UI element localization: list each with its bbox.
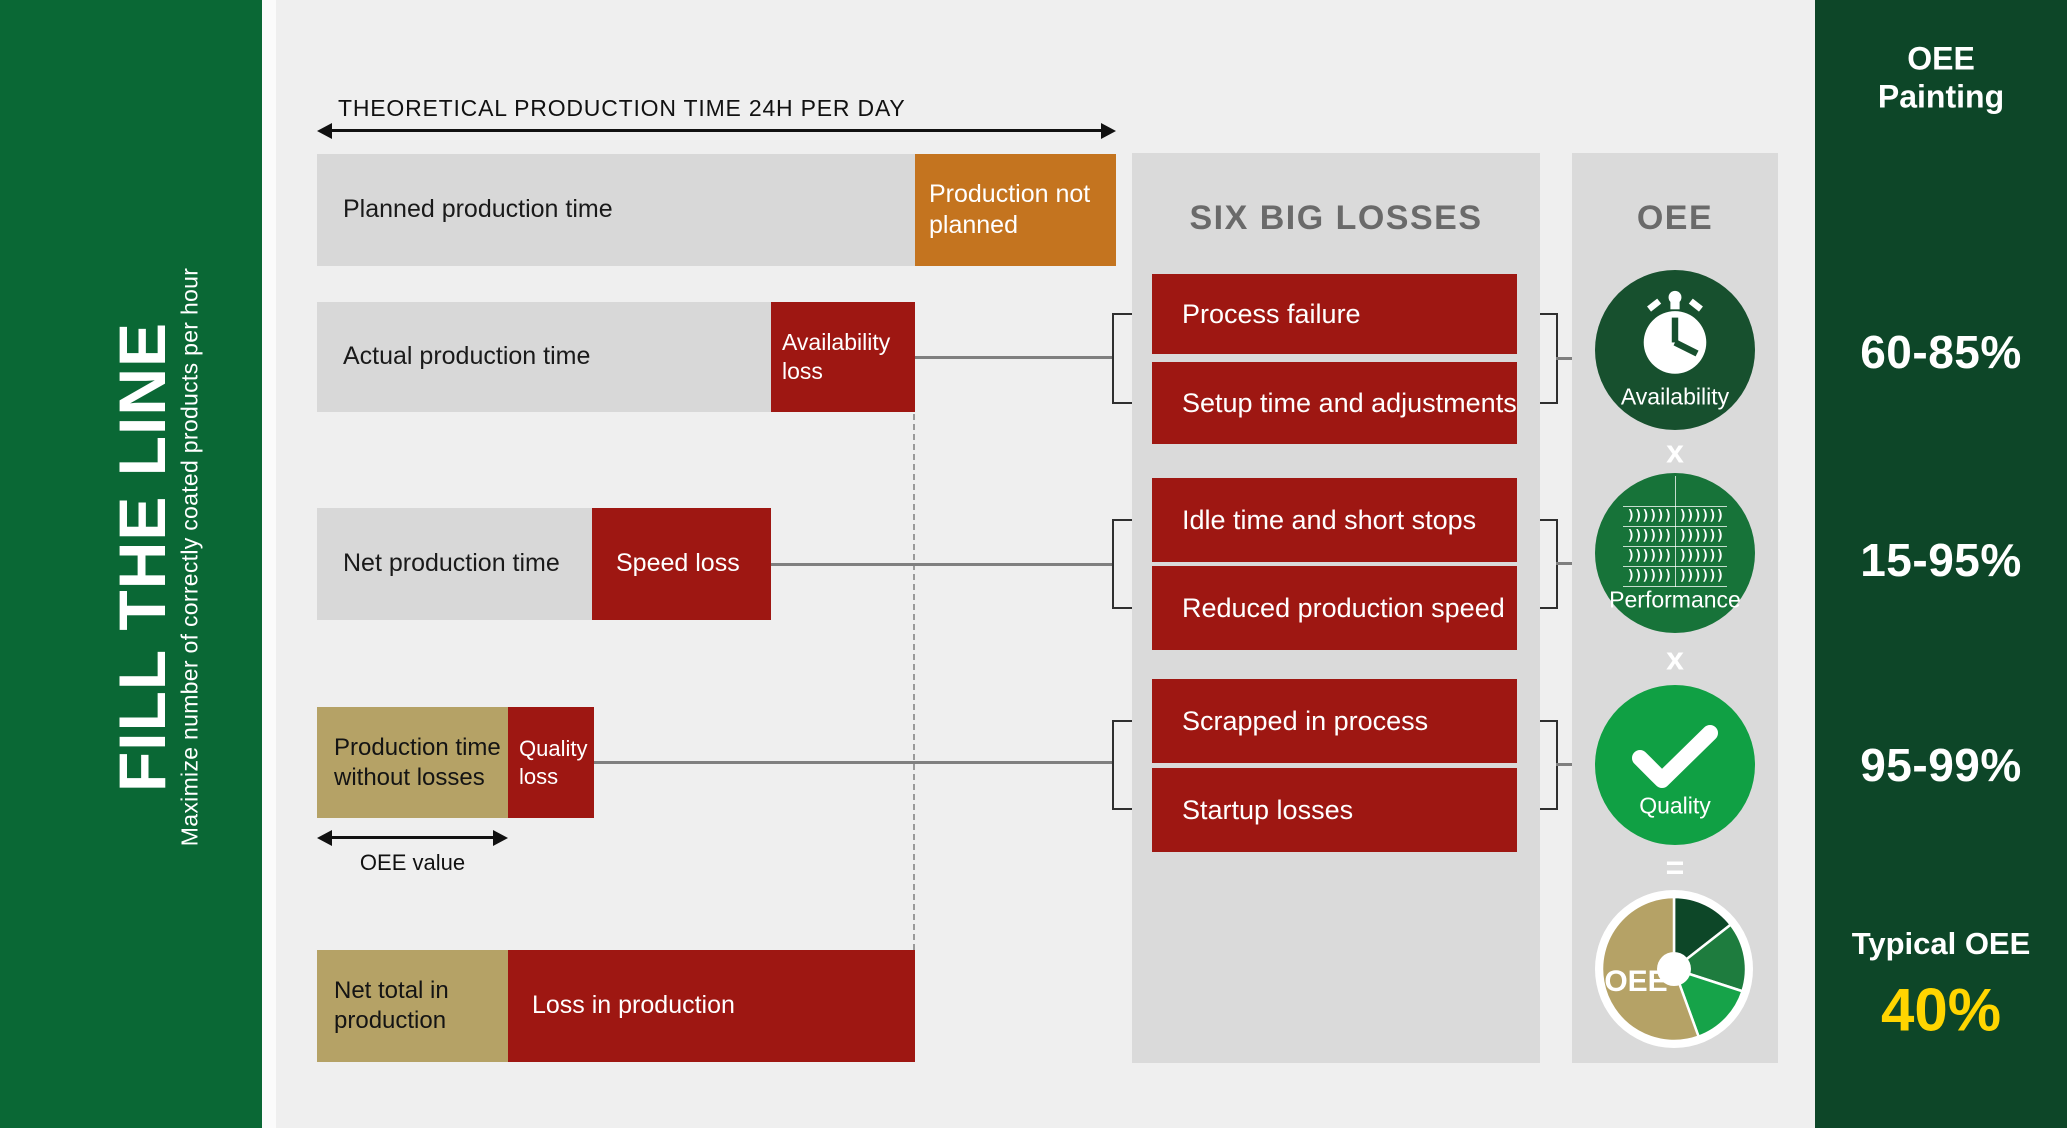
oee-value-label: OEE value xyxy=(359,850,466,875)
typical-oee-value: 40% xyxy=(1880,976,2002,1044)
quality-label: Quality xyxy=(1639,792,1711,819)
loss-label: Availability loss xyxy=(782,329,891,384)
loss-label: Loss in production xyxy=(532,991,735,1020)
checkmark-icon xyxy=(1632,725,1718,788)
loss-box-process-failure: Process failure xyxy=(1152,274,1517,354)
performance-label: Performance xyxy=(1609,586,1741,613)
stopwatch-icon xyxy=(1643,290,1707,374)
loss-label: Speed loss xyxy=(616,549,740,578)
bar-speed-loss: Speed loss xyxy=(592,508,771,620)
left-sidebar: FILL THE LINE Maximize number of correct… xyxy=(0,0,262,1128)
bar-label: Production time without losses xyxy=(334,733,501,791)
quality-range: 95-99% xyxy=(1860,739,2022,791)
bar-loss-in-production: Loss in production xyxy=(508,950,915,1062)
multiply-operator: x xyxy=(1666,433,1684,470)
loss-box-label: Reduced production speed xyxy=(1182,592,1505,623)
dashed-guide-line xyxy=(913,414,915,950)
loss-box-label: Scrapped in process xyxy=(1182,705,1429,736)
right-sidebar: OEE Painting 60-85% 15-95% 95-99% Typica… xyxy=(1815,0,2067,1128)
loss-label: Production not planned xyxy=(929,179,1091,239)
production-line-icon: )))))) )))))) )))))) )))))) )))))) )))))… xyxy=(1623,476,1727,587)
connector-availability xyxy=(915,356,1112,359)
connector-speed xyxy=(771,563,1112,566)
six-big-losses-title: SIX BIG LOSSES xyxy=(1189,199,1483,237)
right-sidebar-title-line1: OEE xyxy=(1907,40,1975,77)
bar-availability-loss: Availability loss xyxy=(771,302,915,412)
theoretical-time-arrow xyxy=(330,129,1104,132)
bar-quality-loss: Quality loss xyxy=(508,707,594,818)
bar-label: Net production time xyxy=(343,549,560,578)
loss-box-setup-time: Setup time and adjustments xyxy=(1152,362,1517,444)
page-subtitle: Maximize number of correctly coated prod… xyxy=(176,267,203,847)
loss-box-label: Process failure xyxy=(1182,298,1361,329)
connector-quality xyxy=(594,761,1112,764)
bracket xyxy=(1112,313,1114,404)
loss-box-label: Startup losses xyxy=(1182,794,1354,825)
loss-box-scrapped: Scrapped in process xyxy=(1152,679,1517,763)
loss-box-label: Idle time and short stops xyxy=(1182,504,1477,535)
pie-slice-availability-share xyxy=(1672,895,1732,971)
arrow-head-right xyxy=(1101,122,1116,139)
theoretical-time-label: THEORETICAL PRODUCTION TIME 24H PER DAY xyxy=(338,95,906,121)
pie-hole xyxy=(1657,952,1691,986)
loss-box-label: Setup time and adjustments xyxy=(1182,387,1517,418)
equals-operator: = xyxy=(1665,849,1685,886)
right-sidebar-title: OEE Painting xyxy=(1815,40,2067,117)
bar-net-total-in-production: Net total in production xyxy=(317,950,508,1062)
pie-slices xyxy=(1600,895,1748,1043)
typical-oee-label: Typical OEE xyxy=(1851,926,2031,961)
bar-planned-production-time: Planned production time xyxy=(317,154,915,266)
oee-panel-title: OEE xyxy=(1636,199,1714,237)
oee-pie-chart: OEE xyxy=(1595,890,1753,1048)
bar-label: Actual production time xyxy=(343,342,591,371)
bar-actual-production-time: Actual production time xyxy=(317,302,771,412)
loss-label: Quality loss xyxy=(519,736,588,789)
production-line-guide xyxy=(1675,476,1676,587)
right-sidebar-title-line2: Painting xyxy=(1877,79,2005,115)
pie-slice-quality-share xyxy=(1672,967,1744,1038)
page-title: FILL THE LINE xyxy=(105,321,179,793)
bar-label: Planned production time xyxy=(343,195,613,224)
multiply-operator: x xyxy=(1666,640,1684,677)
bar-net-production-time: Net production time xyxy=(317,508,592,620)
sidebar-divider xyxy=(262,0,276,1128)
performance-range: 15-95% xyxy=(1860,534,2022,586)
pie-slice-oee-share xyxy=(1600,895,1700,1043)
oee-value-arrow xyxy=(330,836,495,839)
loss-box-startup-losses: Startup losses xyxy=(1152,768,1517,852)
arrow-head-left xyxy=(317,122,332,139)
loss-box-reduced-speed: Reduced production speed xyxy=(1152,566,1517,650)
loss-box-idle-time: Idle time and short stops xyxy=(1152,478,1517,562)
bar-label: Net total in production xyxy=(334,977,449,1034)
pie-center-label: OEE xyxy=(1604,965,1667,998)
availability-range: 60-85% xyxy=(1860,326,2022,378)
arrow-head-left xyxy=(317,829,332,846)
bracket xyxy=(1112,720,1114,810)
bar-production-not-planned: Production not planned xyxy=(915,154,1116,266)
availability-label: Availability xyxy=(1620,383,1730,410)
bracket xyxy=(1112,519,1114,609)
bar-production-time-without-losses: Production time without losses xyxy=(317,707,508,818)
arrow-head-right xyxy=(493,829,508,846)
